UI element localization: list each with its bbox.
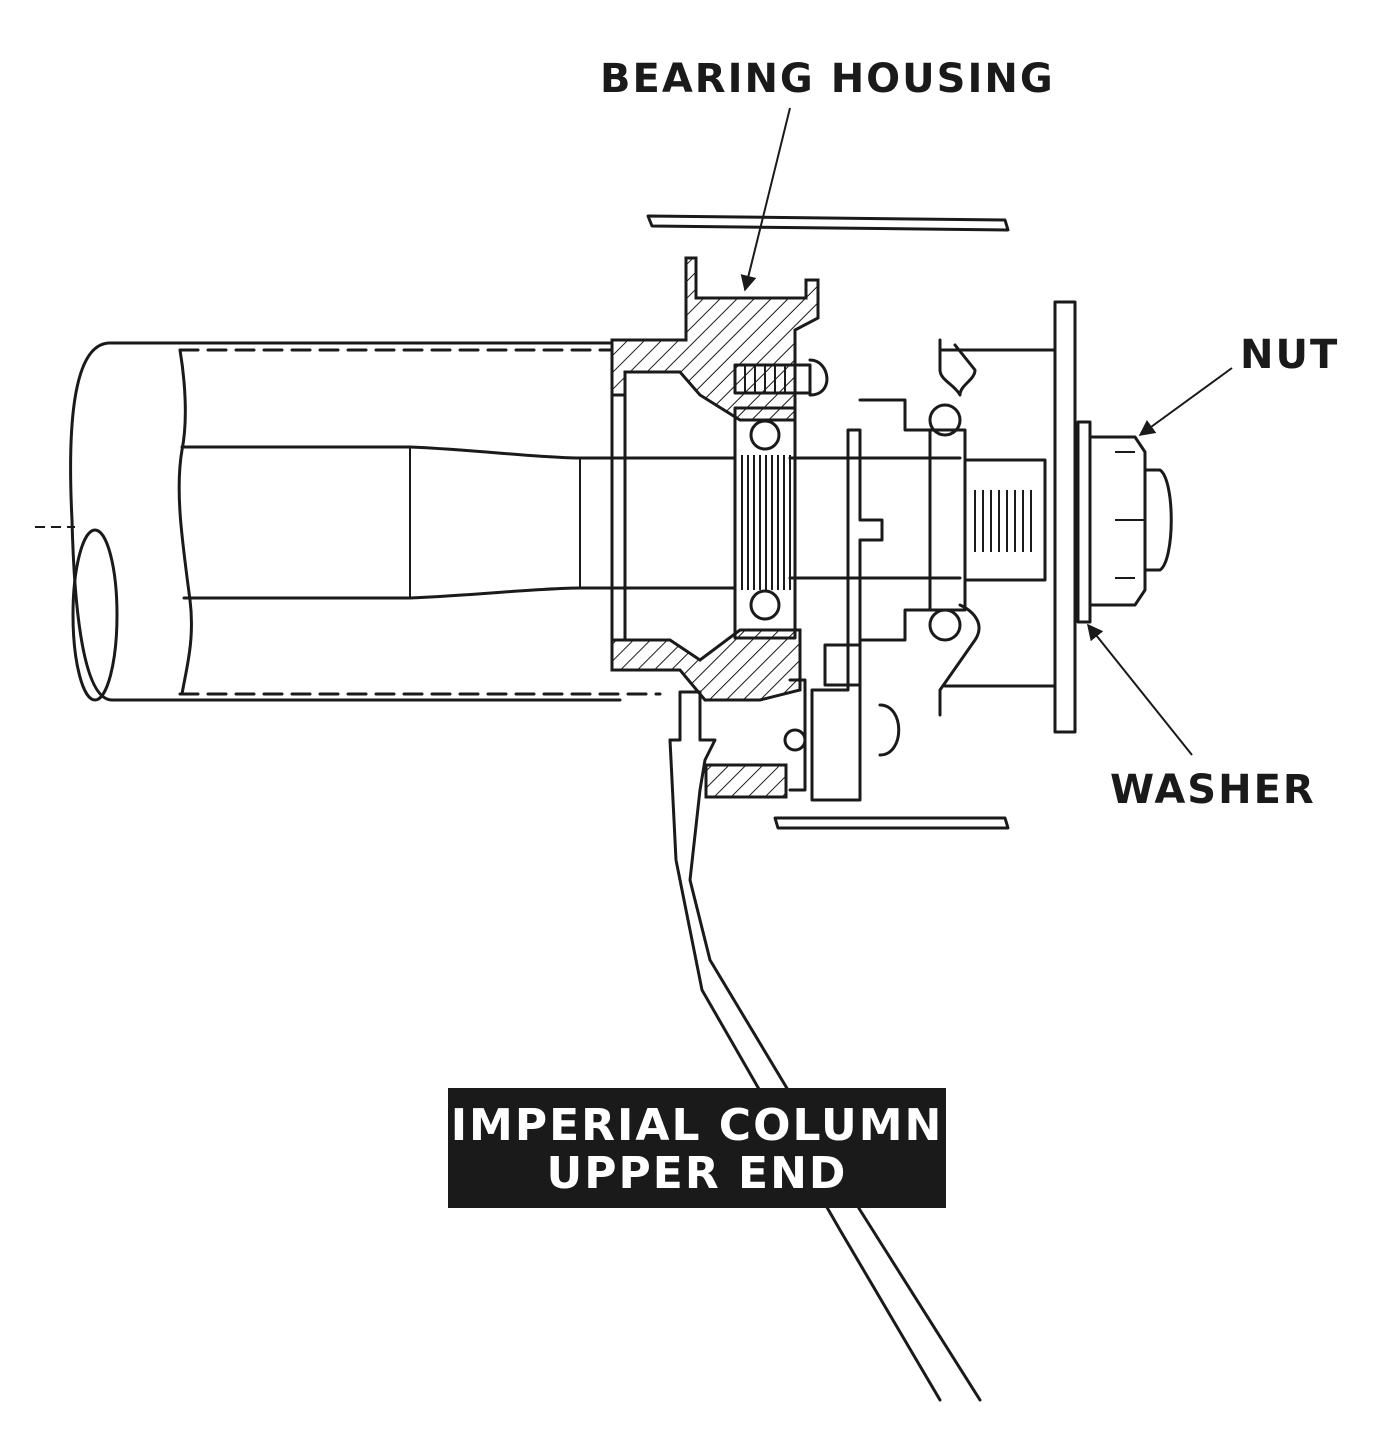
column-tube [35,341,662,702]
splined-end [963,458,1047,582]
washer-leader [1087,623,1193,756]
hub-coupling [668,398,982,1402]
steering-shaft [180,445,962,600]
nut-part [1088,435,1173,607]
bearing-housing-label: BEARING HOUSING [600,56,1055,102]
title-line-1: IMPERIAL COLUMN [451,1100,944,1151]
spline-lines [974,490,1032,552]
title-box: IMPERIAL COLUMN UPPER END [448,1088,946,1208]
washer-part [1076,420,1092,624]
title-line-2: UPPER END [547,1148,848,1199]
nut-leader [1138,367,1233,436]
steering-hub-plate [1053,300,1077,734]
spring-coil [744,365,796,393]
washer-label: WASHER [1110,767,1316,813]
bearing-housing [610,256,829,799]
upper-plate [646,214,1010,232]
clip-cup [928,338,1057,717]
lower-plate [773,816,1010,830]
bearing-housing-leader [740,107,791,292]
bearing-rollers [741,455,791,590]
nut-label: NUT [1240,332,1339,378]
